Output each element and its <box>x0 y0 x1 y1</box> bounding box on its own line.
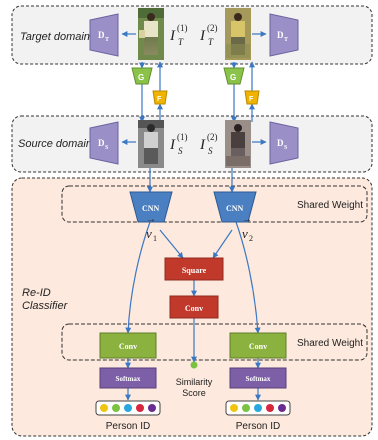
svg-text:2: 2 <box>249 234 253 243</box>
softmax-left: Softmax <box>99 367 157 389</box>
svg-text:G: G <box>230 73 236 82</box>
svg-text:T: T <box>284 37 288 43</box>
generator-f-right: F <box>244 90 260 105</box>
cnn-left: CNN <box>129 191 173 223</box>
svg-text:Softmax: Softmax <box>246 375 271 383</box>
svg-text:Square: Square <box>182 266 207 275</box>
person-id-dots-right <box>230 404 286 412</box>
similarity-label-line2: Score <box>182 388 206 398</box>
conv-block-right: Conv <box>229 332 287 359</box>
shared-weight-box-cnn <box>61 185 368 223</box>
svg-text:S: S <box>178 146 183 156</box>
svg-text:Conv: Conv <box>185 304 203 313</box>
svg-text:Conv: Conv <box>119 342 137 351</box>
arrows <box>121 31 267 401</box>
generator-f-left: F <box>152 90 168 105</box>
svg-text:1: 1 <box>153 234 157 243</box>
svg-text:v: v <box>242 226 248 241</box>
svg-text:(2): (2) <box>207 132 218 142</box>
svg-text:Softmax: Softmax <box>116 375 141 383</box>
svg-text:CNN: CNN <box>142 204 160 213</box>
svg-text:(1): (1) <box>177 23 188 33</box>
target-image-1 <box>138 8 164 60</box>
svg-text:S: S <box>284 145 288 151</box>
discriminator-target-left: D T <box>89 13 119 57</box>
person-id-dot <box>124 404 132 412</box>
svg-text:I: I <box>169 28 176 44</box>
label-source-2: I S (2) <box>199 132 218 156</box>
discriminator-target-right: D T <box>269 13 299 57</box>
target-image-2 <box>225 8 251 60</box>
svg-text:D: D <box>98 138 105 148</box>
person-id-label-left: Person ID <box>106 421 150 432</box>
generator-g-left: G <box>131 67 153 85</box>
svg-text:v: v <box>146 226 152 241</box>
source-image-1 <box>138 120 164 168</box>
svg-text:I: I <box>199 137 206 153</box>
person-id-dot <box>278 404 286 412</box>
svg-text:D: D <box>277 138 284 148</box>
svg-text:I: I <box>169 137 176 153</box>
svg-text:S: S <box>208 146 213 156</box>
svg-text:T: T <box>178 37 184 47</box>
svg-text:G: G <box>138 73 144 82</box>
square-block: Square <box>164 257 224 281</box>
svg-text:(2): (2) <box>207 23 218 33</box>
person-id-label-right: Person ID <box>236 421 280 432</box>
similarity-label-line1: Similarity <box>176 377 213 387</box>
classifier-title-line2: Classifier <box>22 300 69 312</box>
feature-vector-v1: → v 1 <box>146 214 157 243</box>
similarity-score-dot <box>190 361 198 369</box>
person-id-dot <box>148 404 156 412</box>
shared-weight-label-cnn: Shared Weight <box>297 200 363 211</box>
cnn-right: CNN <box>213 191 257 223</box>
person-id-dot <box>266 404 274 412</box>
person-id-dot <box>230 404 238 412</box>
person-id-dots-left <box>100 404 156 412</box>
person-id-dot <box>112 404 120 412</box>
svg-text:(1): (1) <box>177 132 188 142</box>
label-target-1: I T (1) <box>169 23 188 47</box>
feature-vector-v2: → v 2 <box>242 214 253 243</box>
svg-text:T: T <box>105 37 109 43</box>
svg-text:F: F <box>157 96 162 103</box>
svg-text:T: T <box>208 37 214 47</box>
svg-text:I: I <box>199 28 206 44</box>
svg-text:D: D <box>277 30 284 40</box>
target-domain-label: Target domain <box>20 31 90 43</box>
conv-block-left: Conv <box>99 332 157 359</box>
label-source-1: I S (1) <box>169 132 188 156</box>
generator-g-right: G <box>223 67 245 85</box>
softmax-right: Softmax <box>229 367 287 389</box>
discriminator-source-left: D S <box>89 121 119 165</box>
person-id-dot <box>100 404 108 412</box>
label-target-2: I T (2) <box>199 23 218 47</box>
svg-text:F: F <box>249 96 254 103</box>
person-id-dot <box>242 404 250 412</box>
shared-weight-label-conv: Shared Weight <box>297 338 363 349</box>
source-image-2 <box>225 120 251 168</box>
discriminator-source-right: D S <box>269 121 299 165</box>
svg-text:→: → <box>242 214 252 225</box>
svg-text:S: S <box>105 145 109 151</box>
conv-block-center: Conv <box>169 295 219 319</box>
svg-text:D: D <box>98 30 105 40</box>
person-id-dot <box>254 404 262 412</box>
source-domain-label: Source domain <box>18 138 92 150</box>
svg-text:→: → <box>146 214 156 225</box>
person-id-dot <box>136 404 144 412</box>
svg-text:CNN: CNN <box>226 204 244 213</box>
shared-weight-box-conv <box>61 323 368 361</box>
classifier-title-line1: Re-ID <box>22 287 51 299</box>
svg-text:Conv: Conv <box>249 342 267 351</box>
